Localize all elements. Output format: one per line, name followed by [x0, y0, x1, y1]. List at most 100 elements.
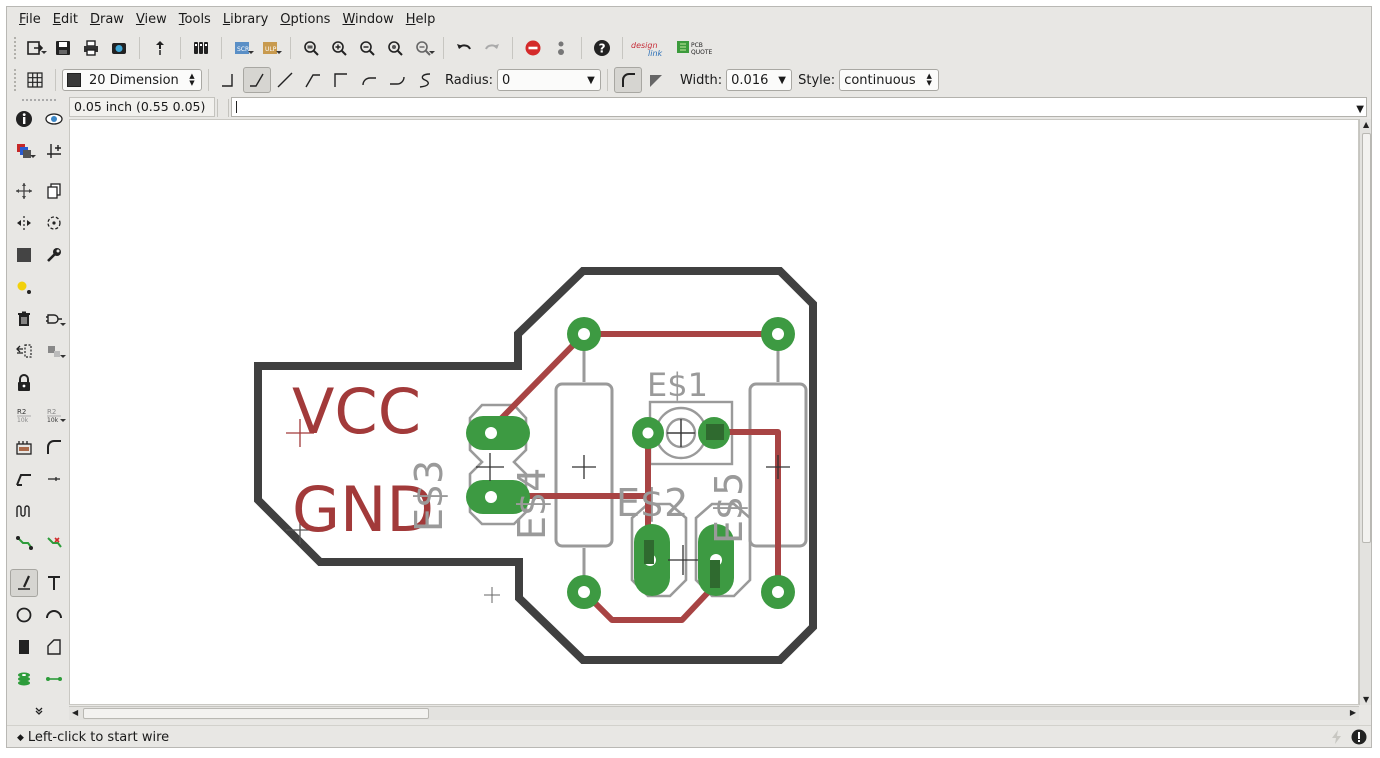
width-input[interactable]: 0.016 ▼ — [726, 69, 793, 91]
wire-bend-0-button[interactable] — [215, 67, 243, 93]
scroll-right-icon[interactable]: ▶ — [1349, 708, 1356, 717]
grid-button[interactable] — [21, 67, 49, 93]
optimize-tool[interactable] — [40, 465, 68, 493]
lock-tool[interactable] — [10, 369, 38, 397]
stop-icon — [525, 40, 541, 56]
style-select[interactable]: continuous ▲▼ — [839, 69, 940, 91]
display-layers-tool[interactable] — [10, 137, 38, 165]
schematic-board-button[interactable] — [187, 35, 215, 61]
go-button[interactable] — [547, 35, 575, 61]
mirror-tool[interactable] — [10, 209, 38, 237]
wire-tool[interactable] — [10, 569, 38, 597]
alert-icon[interactable] — [1351, 729, 1367, 745]
split-tool[interactable] — [10, 465, 38, 493]
paste-tool[interactable] — [10, 273, 38, 301]
svg-text:R2: R2 — [17, 408, 26, 416]
vertical-scrollbar[interactable]: ▲ ▼ — [1359, 119, 1371, 705]
more-tools-button[interactable] — [25, 703, 53, 719]
scroll-down-icon[interactable]: ▼ — [1363, 695, 1370, 704]
flat-cap-icon — [649, 75, 662, 87]
redraw-button[interactable] — [381, 35, 409, 61]
move-tool[interactable] — [10, 177, 38, 205]
stop-button[interactable] — [519, 35, 547, 61]
zoom-select-button[interactable] — [409, 35, 437, 61]
script-button[interactable]: SCR — [228, 35, 256, 61]
toolbar-grip[interactable] — [9, 97, 69, 103]
scroll-left-icon[interactable]: ◀ — [72, 708, 79, 717]
menu-draw[interactable]: Draw — [89, 12, 124, 27]
print-button[interactable] — [77, 35, 105, 61]
miter-tool[interactable] — [40, 433, 68, 461]
show-tool[interactable] — [40, 105, 68, 133]
run-ulp-button[interactable]: ULP — [256, 35, 284, 61]
scroll-up-icon[interactable]: ▲ — [1363, 120, 1370, 129]
wire-bend-2-button[interactable] — [271, 67, 299, 93]
route-tool[interactable] — [10, 529, 38, 557]
horizontal-scrollbar[interactable]: ◀ ▶ — [69, 706, 1359, 720]
board-editor-canvas[interactable]: VCC GND E$1 E$2 E$3 E$4 E$5 — [69, 119, 1359, 705]
menu-help[interactable]: Help — [405, 12, 436, 27]
toolbar-grip[interactable] — [14, 37, 18, 59]
rect-tool[interactable] — [10, 633, 38, 661]
save-button[interactable] — [49, 35, 77, 61]
redo-button[interactable] — [478, 35, 506, 61]
wire-bend-7-button[interactable] — [411, 67, 439, 93]
signal-tool[interactable] — [40, 665, 68, 693]
zoom-out-button[interactable] — [353, 35, 381, 61]
circle-tool[interactable] — [10, 601, 38, 629]
move-icon — [16, 183, 32, 199]
wire-bend-5-button[interactable] — [355, 67, 383, 93]
change-tool[interactable] — [40, 241, 68, 269]
radius-input[interactable]: 0 ▼ — [496, 69, 601, 91]
cam-processor-button[interactable] — [105, 35, 133, 61]
zoom-in-button[interactable] — [325, 35, 353, 61]
menu-library[interactable]: Library — [222, 12, 269, 27]
polygon-tool[interactable] — [40, 633, 68, 661]
menu-edit[interactable]: Edit — [52, 12, 78, 27]
add-tool[interactable] — [40, 305, 68, 333]
zoom-fit-button[interactable] — [297, 35, 325, 61]
chevron-down-icon[interactable]: ▼ — [1356, 104, 1364, 115]
via-tool[interactable] — [10, 665, 38, 693]
smash-tool[interactable] — [10, 433, 38, 461]
group-tool[interactable] — [10, 241, 38, 269]
vertical-scroll-thumb[interactable] — [1362, 133, 1371, 543]
rotate-tool[interactable] — [40, 209, 68, 237]
wire-bend-6-button[interactable] — [383, 67, 411, 93]
horizontal-scroll-thumb[interactable] — [83, 708, 429, 719]
menu-window[interactable]: Window — [342, 12, 394, 27]
help-button[interactable]: ? — [588, 35, 616, 61]
menu-options[interactable]: Options — [280, 12, 331, 27]
menu-file[interactable]: File — [19, 12, 41, 27]
cap-round-button[interactable] — [613, 67, 642, 93]
command-line-input[interactable]: ▼ — [231, 97, 1367, 117]
copy-tool[interactable] — [40, 177, 68, 205]
export-button[interactable] — [146, 35, 174, 61]
pinswap-tool[interactable] — [40, 337, 68, 365]
layer-select[interactable]: 20 Dimension ▲▼ — [62, 69, 202, 91]
mark-tool[interactable] — [40, 137, 68, 165]
open-button[interactable] — [21, 35, 49, 61]
command-history-button[interactable] — [217, 99, 229, 117]
wire-bend-1-button[interactable] — [243, 67, 271, 93]
info-tool[interactable] — [10, 105, 38, 133]
undo-button[interactable] — [450, 35, 478, 61]
toolbar-grip[interactable] — [14, 69, 18, 91]
cap-flat-button[interactable] — [642, 67, 670, 93]
wire-bend-3-button[interactable] — [299, 67, 327, 93]
wire-bend-4-button[interactable] — [327, 67, 355, 93]
text-tool[interactable] — [40, 569, 68, 597]
meander-tool[interactable] — [10, 497, 38, 525]
ripup-tool[interactable] — [40, 529, 68, 557]
toolbar-separator — [622, 37, 623, 59]
replace-tool[interactable] — [10, 337, 38, 365]
menu-view[interactable]: View — [135, 12, 167, 27]
menu-tools[interactable]: Tools — [178, 12, 211, 27]
arc-tool[interactable] — [40, 601, 68, 629]
delete-tool[interactable] — [10, 305, 38, 333]
